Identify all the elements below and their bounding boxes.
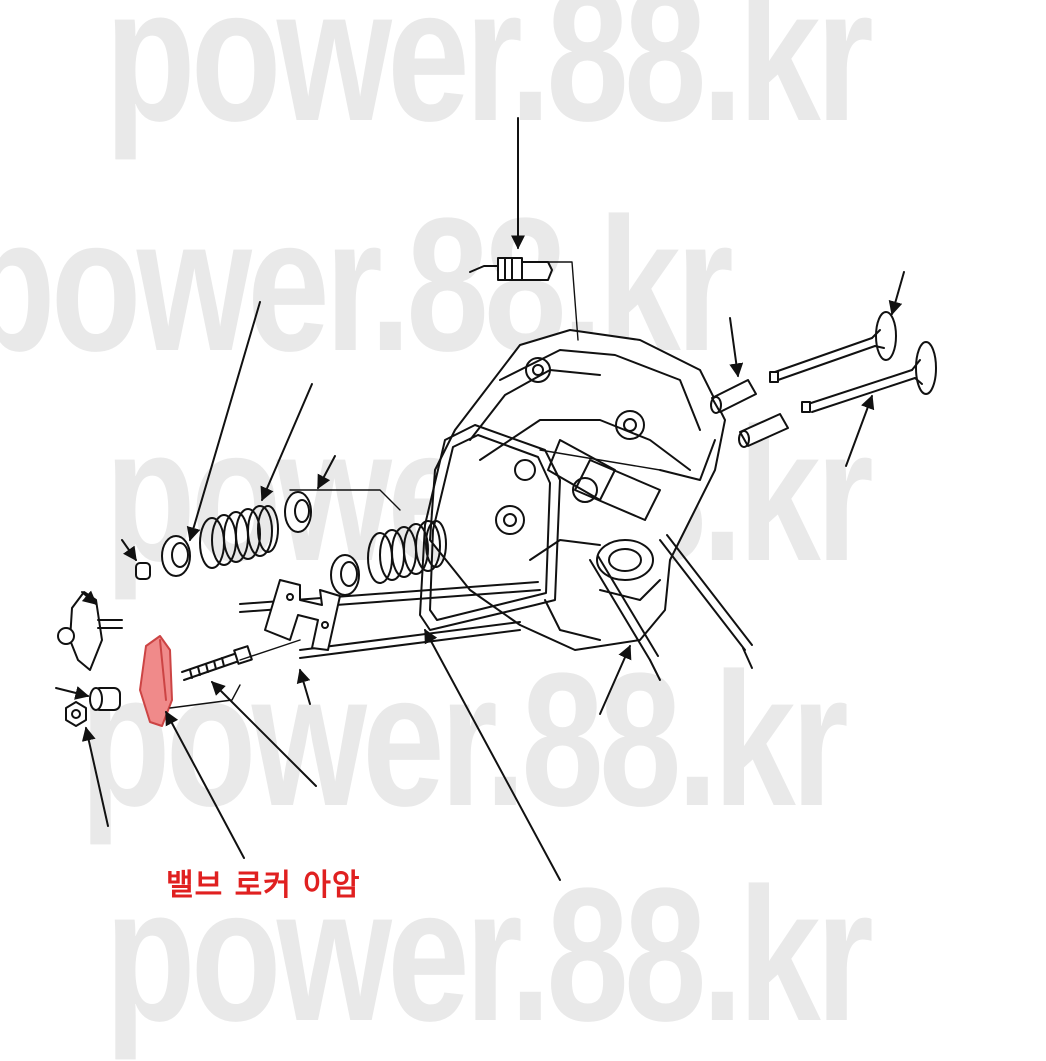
pivot-adjusting-nut [89,687,121,711]
valve-rocker-arm-label: 밸브 로커 아암 [166,868,361,903]
rocker-arm-exhaust [57,591,123,671]
push-rod-guide-plate [264,579,341,651]
exploded-parts-diagram [55,117,937,881]
valve-spring-right [367,520,447,584]
valve-cap [135,562,151,580]
valve-spring-left [199,505,279,569]
watermark: power.88.kr [105,849,874,1061]
spring-retainer-right [330,554,360,596]
spark-plug [469,257,553,281]
valve-guide-upper [710,379,757,414]
pivot-bolt [181,645,253,681]
intake-valve [769,311,897,383]
valve-guide-lower [738,413,789,448]
pointer-arrows [55,117,905,881]
spring-seat [284,491,312,533]
diagram-canvas: power.88.kr power.88.kr power.88.kr powe… [0,0,937,1050]
reference-lines [169,261,661,709]
spring-retainer-left [161,535,191,577]
watermark: power.88.kr [80,634,849,846]
watermark: power.88.kr [105,0,874,161]
lock-nut [65,701,87,727]
cylinder-head [429,329,753,681]
